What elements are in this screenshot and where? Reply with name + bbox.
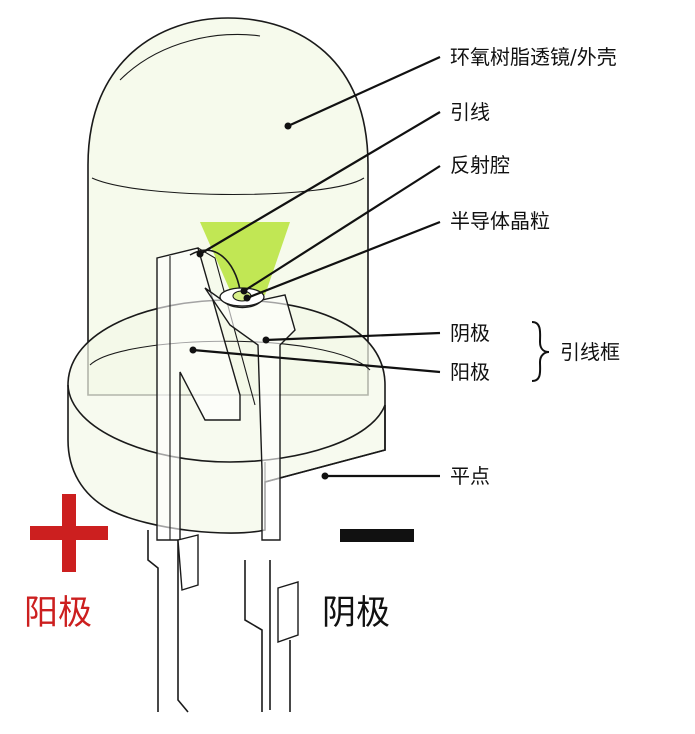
label-lens: 环氧树脂透镜/外壳 [450,45,617,69]
bond-wire [189,249,241,291]
cathode-label: 阴极 [322,593,390,633]
label-cathode-lower: 阳极 [450,360,490,384]
anode-label: 阳极 [24,593,92,633]
label-wire: 引线 [450,100,490,124]
label-chip: 半导体晶粒 [450,209,550,233]
minus-icon [340,529,414,542]
leads [147,530,299,713]
plus-icon [30,494,108,572]
label-flat-spot: 平点 [450,464,490,488]
lead-frame-brace [531,321,550,382]
label-cathode-upper: 阴极 [450,321,490,345]
flat-spot-face [264,405,386,483]
leader-lines [189,55,441,480]
label-reflector: 反射腔 [450,153,510,177]
label-lead-frame: 引线框 [560,340,620,364]
